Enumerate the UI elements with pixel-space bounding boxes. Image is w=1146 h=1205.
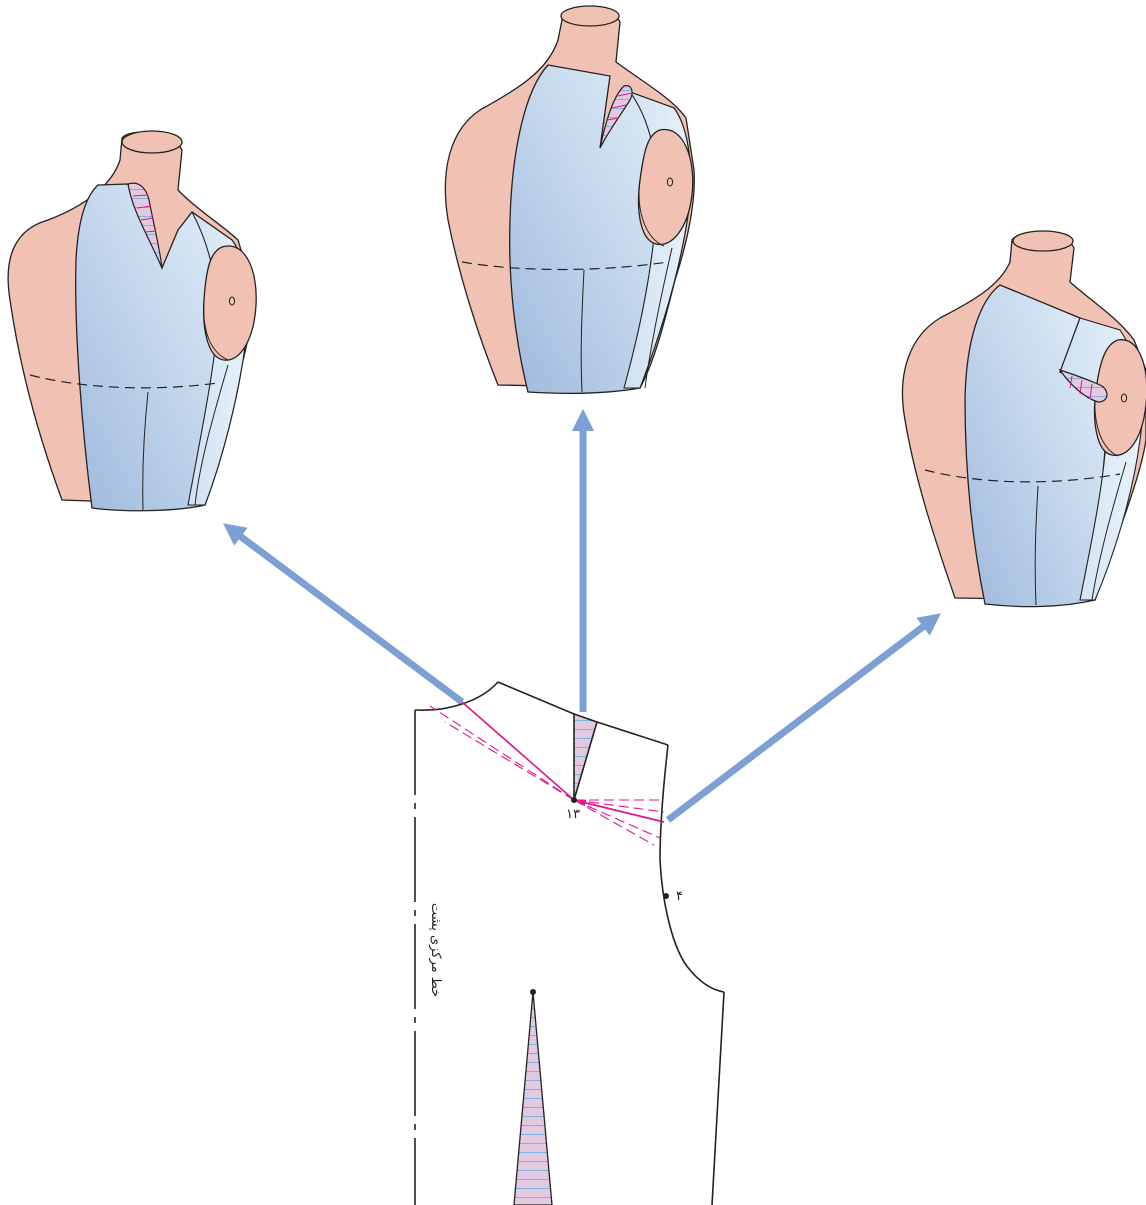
- shoulder-line-left: [498, 682, 574, 714]
- dress-form-right: [902, 231, 1146, 607]
- dress-form-left: [8, 131, 256, 511]
- point-13-label: ۱۳: [566, 807, 580, 822]
- side-seam: [712, 992, 724, 1205]
- point-4-label: ۴: [676, 889, 683, 904]
- point-4-marker: [663, 893, 669, 899]
- back-pattern-draft: ۱۳ ۴ خط مرکزی پشت: [415, 682, 724, 1205]
- arrow-to-left-form: [232, 530, 462, 702]
- shoulder-line-right: [597, 722, 668, 745]
- waist-dart: [514, 992, 552, 1205]
- shoulder-dart: [574, 714, 597, 800]
- point-13-marker: [571, 797, 577, 803]
- form-left-neck-top: [122, 131, 182, 153]
- arrow-to-right-form: [668, 620, 932, 820]
- dress-form-center: [445, 6, 694, 393]
- center-back-label: خط مرکزی پشت: [428, 903, 443, 997]
